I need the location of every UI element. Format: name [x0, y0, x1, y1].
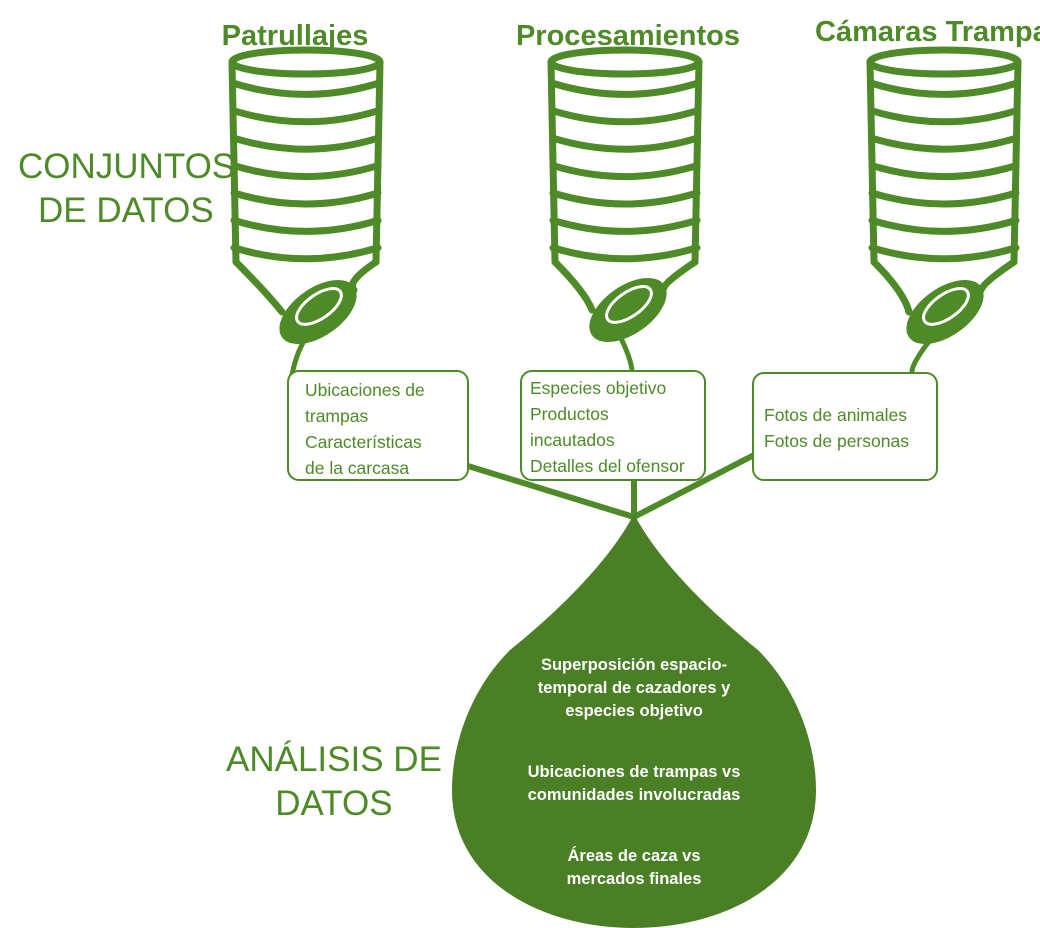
tube-coil-procesamientos [549, 244, 701, 263]
branch-line-left [467, 463, 635, 520]
tube-rim-procesamientos [547, 46, 703, 78]
tube-tail-procesamientos [615, 329, 635, 375]
datasets-label-line-2: DE DATOS [38, 191, 214, 230]
tube-rim-patrullajes [228, 46, 384, 78]
analysis-label-line-1: ANÁLISIS DE [226, 740, 442, 779]
tube-coil-camaras-trampa [868, 79, 1020, 98]
tube-side-camaras-trampa [866, 58, 1022, 266]
tube-rim-camaras-trampa [866, 46, 1022, 78]
tube-side-patrullajes [228, 58, 384, 266]
tube-nozzle-procesamientos [589, 278, 667, 342]
tube-coil-camaras-trampa [868, 134, 1020, 153]
tube-coil-patrullajes [230, 244, 382, 263]
tube-coil-patrullajes [230, 162, 382, 181]
source-box-line: Productos [530, 404, 609, 424]
tube-nozzle-ring-patrullajes [295, 287, 343, 326]
tube-coil-patrullajes [230, 216, 382, 235]
tube-coil-procesamientos [549, 79, 701, 98]
analysis-label-line-2: DATOS [275, 784, 393, 823]
source-box-line: Ubicaciones de [305, 380, 425, 400]
tube-nozzle-ring-procesamientos [605, 285, 653, 324]
tube-coil-procesamientos [549, 189, 701, 208]
source-box-patrullajes: Ubicaciones de trampas Características d… [287, 370, 469, 481]
tube-tail-camaras-trampa [909, 331, 938, 375]
source-box-line: incautados [530, 430, 615, 450]
analysis-item-line: Superposición espacio- [540, 656, 728, 674]
source-box-camaras-trampa: Fotos de animales Fotos de personas [752, 372, 938, 481]
analysis-item-line: mercados finales [566, 870, 702, 888]
tube-coil-camaras-trampa [868, 162, 1020, 181]
tube-coil-patrullajes [230, 79, 382, 98]
analysis-item-hunting-markets: Áreas de caza vs mercados finales [484, 845, 784, 891]
tube-nozzle-patrullajes [279, 280, 357, 344]
tube-nozzle-ring-camaras-trampa [922, 287, 970, 326]
source-box-procesamientos: Especies objetivo Productos incautados D… [520, 370, 706, 481]
analysis-item-line: especies objetivo [565, 702, 703, 720]
source-box-line: Detalles del ofensor [530, 456, 685, 476]
analysis-item-overlap: Superposición espacio- temporal de cazad… [484, 654, 784, 723]
source-box-line: Especies objetivo [530, 378, 667, 398]
source-title-patrullajes: Patrullajes [221, 20, 369, 52]
analysis-item-line: Áreas de caza vs [567, 847, 701, 865]
tube-coil-patrullajes [230, 107, 382, 126]
source-box-line: Fotos de animales [764, 405, 907, 425]
datasets-label: CONJUNTOS DE DATOS [18, 145, 235, 233]
tube-coil-procesamientos [549, 134, 701, 153]
tube-coil-camaras-trampa [868, 244, 1020, 263]
analysis-drop [452, 514, 816, 928]
source-title-procesamientos: Procesamientos [515, 20, 741, 52]
source-box-line: Fotos de personas [764, 431, 909, 451]
analysis-item-traps-communities: Ubicaciones de trampas vs comunidades in… [484, 761, 784, 807]
tube-coil-camaras-trampa [868, 189, 1020, 208]
branch-line-right [632, 452, 756, 520]
analysis-label: ANÁLISIS DE DATOS [226, 738, 442, 826]
source-box-line: de la carcasa [305, 458, 410, 478]
tube-coil-procesamientos [549, 216, 701, 235]
tube-coil-camaras-trampa [868, 107, 1020, 126]
tube-coil-patrullajes [230, 134, 382, 153]
tube-coil-procesamientos [549, 107, 701, 126]
source-box-line: Características [305, 432, 422, 452]
tube-nozzle-camaras-trampa [906, 280, 984, 344]
tube-coil-patrullajes [230, 189, 382, 208]
source-box-line: trampas [305, 406, 369, 426]
tube-side-procesamientos [547, 58, 703, 266]
datasets-label-line-1: CONJUNTOS [18, 147, 236, 186]
analysis-item-line: comunidades involucradas [527, 786, 741, 804]
analysis-item-line: temporal de cazadores y [537, 679, 731, 697]
analysis-item-line: Ubicaciones de trampas vs [527, 763, 741, 781]
tube-coil-camaras-trampa [868, 216, 1020, 235]
source-title-camaras-trampa: Cámaras Trampa [815, 16, 1040, 48]
tube-coil-procesamientos [549, 162, 701, 181]
